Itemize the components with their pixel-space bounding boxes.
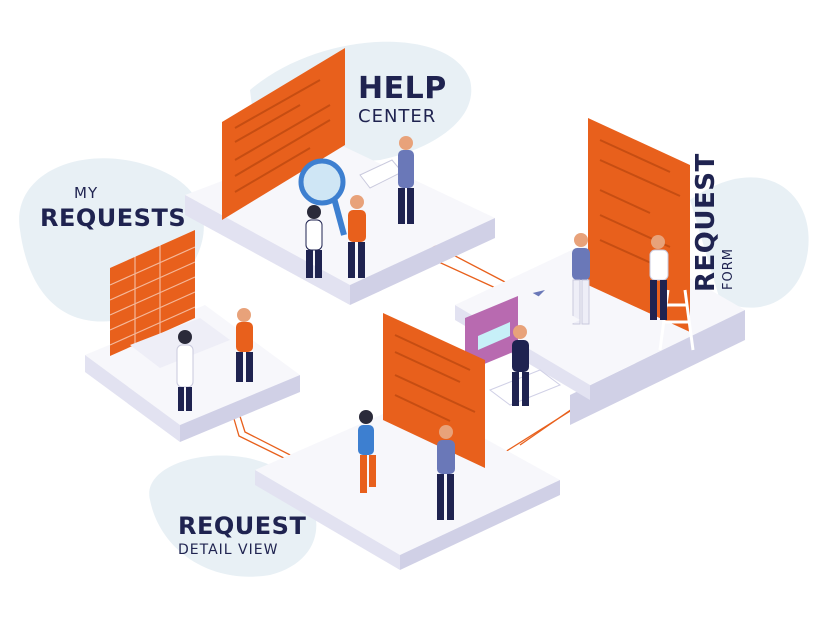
my-requests-pre: MY — [74, 184, 99, 202]
person-help-3 — [348, 195, 366, 278]
platform-request-detail — [255, 313, 560, 570]
platform-my-requests — [85, 230, 300, 442]
person-help-2 — [305, 205, 323, 278]
platform-connector — [455, 280, 580, 406]
magnifier-icon — [298, 158, 347, 236]
detail-lines — [394, 334, 476, 422]
label-request-detail: REQUEST DETAIL VIEW — [178, 514, 306, 557]
person-form-2 — [649, 235, 669, 320]
screen-text-lines — [234, 79, 331, 193]
person-help-1 — [398, 136, 414, 224]
help-center-subtitle: CENTER — [358, 106, 437, 127]
screen-my-requests — [110, 230, 195, 356]
screen-help-center — [222, 48, 345, 220]
label-help-center: HELP CENTER — [358, 74, 447, 126]
request-form-subtitle: FORM — [721, 248, 736, 290]
my-requests-title: REQUESTS — [40, 204, 187, 232]
person-detail-1 — [358, 410, 376, 493]
blob-right — [690, 177, 809, 308]
person-detail-2 — [437, 425, 455, 520]
platform-help-center — [185, 48, 495, 305]
person-myreq-2 — [236, 308, 253, 382]
screen-grid — [109, 245, 196, 346]
person-form-1 — [572, 233, 590, 325]
screen-request-detail — [383, 313, 485, 468]
request-detail-title: REQUEST — [178, 512, 307, 540]
request-form-title: REQUEST — [691, 153, 721, 292]
label-my-requests: MY REQUESTS — [40, 184, 187, 232]
person-myreq-1 — [176, 330, 194, 411]
person-connector — [512, 325, 529, 406]
request-detail-subtitle: DETAIL VIEW — [178, 542, 279, 558]
label-request-form: REQUEST FORM — [691, 153, 736, 292]
table-blocks — [130, 318, 230, 368]
help-center-title: HELP — [358, 71, 447, 106]
